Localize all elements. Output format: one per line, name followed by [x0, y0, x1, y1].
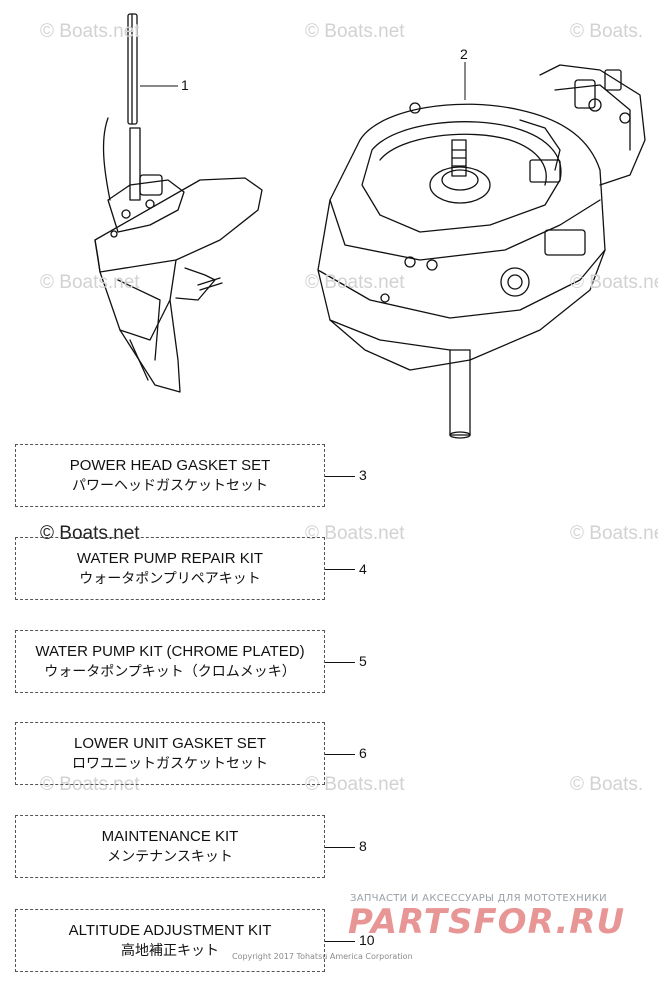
leader-3: [325, 476, 355, 477]
part-number-1: 1: [181, 77, 189, 93]
brand-tagline: ЗАПЧАСТИ И АКСЕССУАРЫ ДЛЯ МОТОТЕХНИКИ: [350, 893, 607, 904]
kit-number-3: 3: [359, 467, 367, 483]
watermark: © Boats.net: [40, 272, 140, 293]
leader-6: [325, 754, 355, 755]
kit-box-altitude-adjustment-kit: ALTITUDE ADJUSTMENT KIT 高地補正キット: [15, 909, 325, 972]
kit-label-en: ALTITUDE ADJUSTMENT KIT: [68, 922, 272, 939]
kit-label-en: WATER PUMP REPAIR KIT: [76, 550, 264, 567]
watermark: © Boats.net: [40, 21, 140, 42]
kit-label-jp: ウォータポンプリペアキット: [79, 571, 261, 587]
drive-shaft: [127, 13, 141, 201]
brand-logo: PARTSFOR.RU: [348, 902, 626, 942]
watermark: © Boats.net: [305, 523, 405, 544]
kit-label-en: MAINTENANCE KIT: [101, 828, 239, 845]
parts-illustration: [94, 13, 646, 439]
kit-label-jp: ウォータポンプキット（クロムメッキ）: [44, 664, 296, 680]
kit-number-6: 6: [359, 745, 367, 761]
lower-unit: [94, 117, 263, 393]
power-head: [317, 64, 646, 439]
leader-4: [325, 569, 355, 570]
kit-box-lower-unit-gasket-set: LOWER UNIT GASKET SET ロワユニットガスケットセット: [15, 722, 325, 785]
kit-box-maintenance-kit: MAINTENANCE KIT メンテナンスキット: [15, 815, 325, 878]
kit-number-5: 5: [359, 653, 367, 669]
kit-label-jp: ロワユニットガスケットセット: [72, 756, 268, 772]
watermark: © Boats.net: [570, 523, 658, 544]
kit-label-jp: 高地補正キット: [121, 943, 219, 959]
kit-label-en: POWER HEAD GASKET SET: [69, 457, 271, 474]
kit-box-power-head-gasket-set: POWER HEAD GASKET SET パワーヘッドガスケットセット: [15, 444, 325, 507]
watermark: © Boats.net: [40, 523, 140, 544]
watermark: © Boats.: [570, 21, 644, 42]
watermark: © Boats.net: [305, 21, 405, 42]
copyright-text: Copyright 2017 Tohatsu America Corporati…: [232, 952, 413, 961]
kit-label-en: LOWER UNIT GASKET SET: [74, 735, 266, 752]
kit-number-4: 4: [359, 561, 367, 577]
kit-box-water-pump-repair-kit: WATER PUMP REPAIR KIT ウォータポンプリペアキット: [15, 537, 325, 600]
leader-5: [325, 662, 355, 663]
kit-label-en: WATER PUMP KIT (CHROME PLATED): [35, 643, 305, 660]
kit-label-jp: メンテナンスキット: [107, 849, 233, 865]
kit-label-jp: パワーヘッドガスケットセット: [72, 478, 268, 494]
watermark: © Boats.net: [305, 774, 405, 795]
leader-10: [325, 941, 355, 942]
kit-number-10: 10: [359, 932, 375, 948]
watermark: © Boats.net: [570, 272, 658, 293]
kit-box-water-pump-kit-chrome: WATER PUMP KIT (CHROME PLATED) ウォータポンプキッ…: [15, 630, 325, 693]
kit-number-8: 8: [359, 838, 367, 854]
leader-8: [325, 847, 355, 848]
watermark: © Boats.: [570, 774, 644, 795]
watermark: © Boats.net: [305, 272, 405, 293]
part-number-2: 2: [460, 46, 468, 62]
